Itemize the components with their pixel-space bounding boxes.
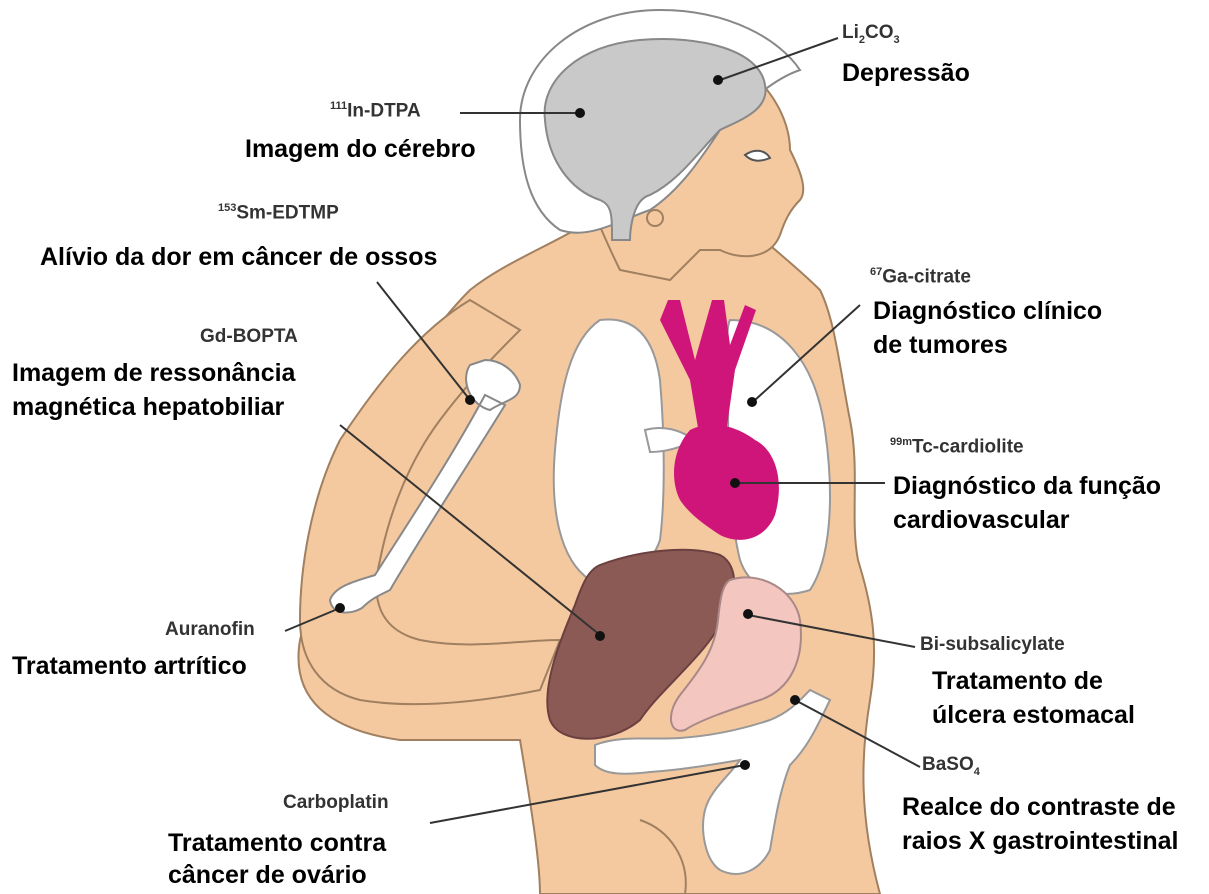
label-bi-subsalicylate-use-2: úlcera estomacal — [932, 698, 1135, 732]
label-gd-bopta-use-2: magnética hepatobiliar — [12, 390, 284, 424]
dot-intestine — [790, 695, 800, 705]
label-gd-bopta-drug: Gd-BOPTA — [200, 326, 298, 348]
label-tc-cardiolite-drug: 99mTc-cardiolite — [890, 436, 1024, 458]
label-ga-citrate-use-1: Diagnóstico clínico — [873, 294, 1102, 328]
label-bi-subsalicylate-drug: Bi-subsalicylate — [920, 634, 1065, 656]
label-sm-edtmp-drug: 153Sm-EDTMP — [218, 202, 339, 224]
label-baso4-use-1: Realce do contraste de — [902, 790, 1176, 824]
label-tc-cardiolite-use-1: Diagnóstico da função — [893, 469, 1161, 503]
label-tc-cardiolite-use-2: cardiovascular — [893, 503, 1070, 537]
dot-stomach — [743, 609, 753, 619]
label-gd-bopta-use-1: Imagem de ressonância — [12, 356, 295, 390]
label-ga-citrate-use-2: de tumores — [873, 328, 1008, 362]
label-carboplatin-use-2: câncer de ovário — [168, 858, 367, 892]
label-ga-citrate-drug: 67Ga-citrate — [870, 266, 971, 288]
dot-ovary — [740, 760, 750, 770]
dot-lung — [747, 397, 757, 407]
dot-heart — [730, 478, 740, 488]
label-auranofin-use: Tratamento artrítico — [12, 649, 247, 683]
label-baso4-drug: BaSO4 — [922, 754, 980, 778]
label-li2co3-drug: Li2CO3 — [842, 22, 900, 46]
label-carboplatin-use-1: Tratamento contra — [168, 826, 386, 860]
dot-liver — [595, 631, 605, 641]
label-baso4-use-2: raios X gastrointestinal — [902, 824, 1178, 858]
label-auranofin-drug: Auranofin — [165, 619, 255, 641]
label-carboplatin-drug: Carboplatin — [283, 792, 389, 814]
ear-shape — [647, 210, 663, 226]
dot-brain — [575, 108, 585, 118]
dot-depression — [713, 75, 723, 85]
dot-bone — [465, 395, 475, 405]
label-bi-subsalicylate-use-1: Tratamento de — [932, 664, 1103, 698]
dot-elbow — [335, 603, 345, 613]
label-in-dtpa-use: Imagem do cérebro — [245, 132, 476, 166]
label-li2co3-use: Depressão — [842, 56, 970, 90]
label-in-dtpa-drug: 111In-DTPA — [330, 100, 421, 122]
label-sm-edtmp-use: Alívio da dor em câncer de ossos — [40, 240, 437, 274]
